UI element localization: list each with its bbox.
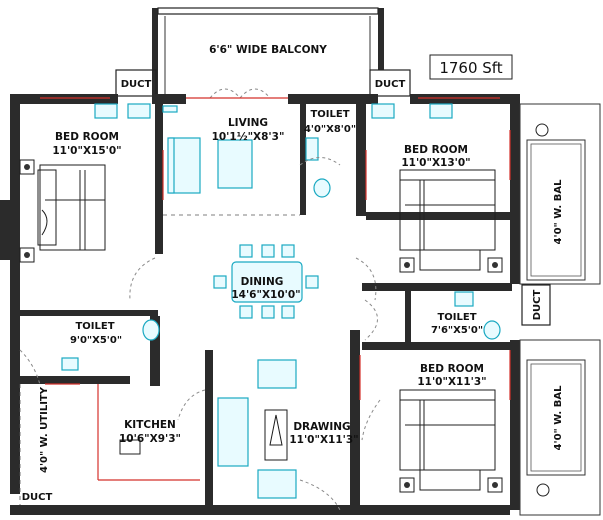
bed-left-size: 11'0"X15'0" — [52, 145, 121, 157]
duct-top-right-label: DUCT — [375, 79, 406, 90]
bed-right-bottom-label: BED ROOM — [420, 363, 484, 375]
kitchen-size: 10'6"X9'3" — [119, 433, 181, 445]
dining-size: 14'6"X10'0" — [231, 289, 300, 301]
toilet-top-fixtures — [305, 137, 331, 198]
door-frames — [45, 130, 511, 400]
duct-top-left-box — [115, 69, 157, 97]
bed-left-label: BED ROOM — [55, 131, 119, 143]
walls — [0, 7, 520, 515]
living-furniture — [167, 137, 253, 194]
bed-left — [19, 159, 106, 263]
duct-top-right-box — [369, 69, 411, 97]
bed-right-top-size: 11'0"X13'0" — [401, 157, 470, 169]
bal-bottom-label: 4'0" W. BAL — [553, 385, 564, 451]
duct-right-mid-label: DUCT — [532, 290, 543, 321]
drawing-furniture — [217, 359, 297, 499]
furniture — [19, 137, 503, 499]
right-balconies — [519, 103, 601, 516]
toilet-right-fixtures — [454, 291, 501, 340]
balcony-rail — [157, 7, 379, 15]
utility-label: 4'0" W. UTILITY — [39, 386, 50, 473]
bed-right-top — [399, 169, 503, 273]
drawing-label: DRAWING — [293, 421, 350, 433]
toilet-top-size: 4'0"X8'0" — [304, 124, 356, 135]
door-swings — [19, 157, 381, 511]
balcony-doors — [40, 88, 500, 99]
duct-top-left-label: DUCT — [121, 79, 152, 90]
toilet-right-size: 7'6"X5'0" — [431, 325, 483, 336]
bed-right-top-label: BED ROOM — [404, 144, 468, 156]
living-label: LIVING — [228, 117, 268, 129]
balcony-label: 6'6" WIDE BALCONY — [209, 44, 327, 56]
kitchen-label: KITCHEN — [124, 419, 176, 431]
dining-label: DINING — [241, 276, 284, 288]
bed-right-bottom-size: 11'0"X11'3" — [417, 376, 486, 388]
bal-top-label: 4'0" W. BAL — [553, 179, 564, 245]
labels: 6'6" WIDE BALCONY 1760 Sft DUCT DUCT LIV… — [22, 44, 564, 503]
drawing-size: 11'0"X11'3" — [289, 434, 358, 446]
kitchen-counter — [97, 384, 200, 481]
living-size: 10'1½"X8'3" — [212, 131, 285, 143]
toilet-left-fixtures — [61, 319, 160, 371]
toilet-left-label: TOILET — [75, 321, 114, 332]
balcony-wall-right — [378, 8, 384, 70]
toilet-right-label: TOILET — [437, 312, 476, 323]
area-badge — [429, 54, 513, 80]
area-label: 1760 Sft — [439, 59, 502, 77]
bed-right-bottom — [399, 389, 503, 493]
toilet-top-label: TOILET — [310, 109, 349, 120]
duct-bottom-left-label: DUCT — [22, 492, 53, 503]
toilet-left-size: 9'0"X5'0" — [70, 335, 122, 346]
dining-set — [213, 244, 319, 319]
windows — [94, 103, 453, 119]
balcony-wall-left — [152, 8, 158, 98]
